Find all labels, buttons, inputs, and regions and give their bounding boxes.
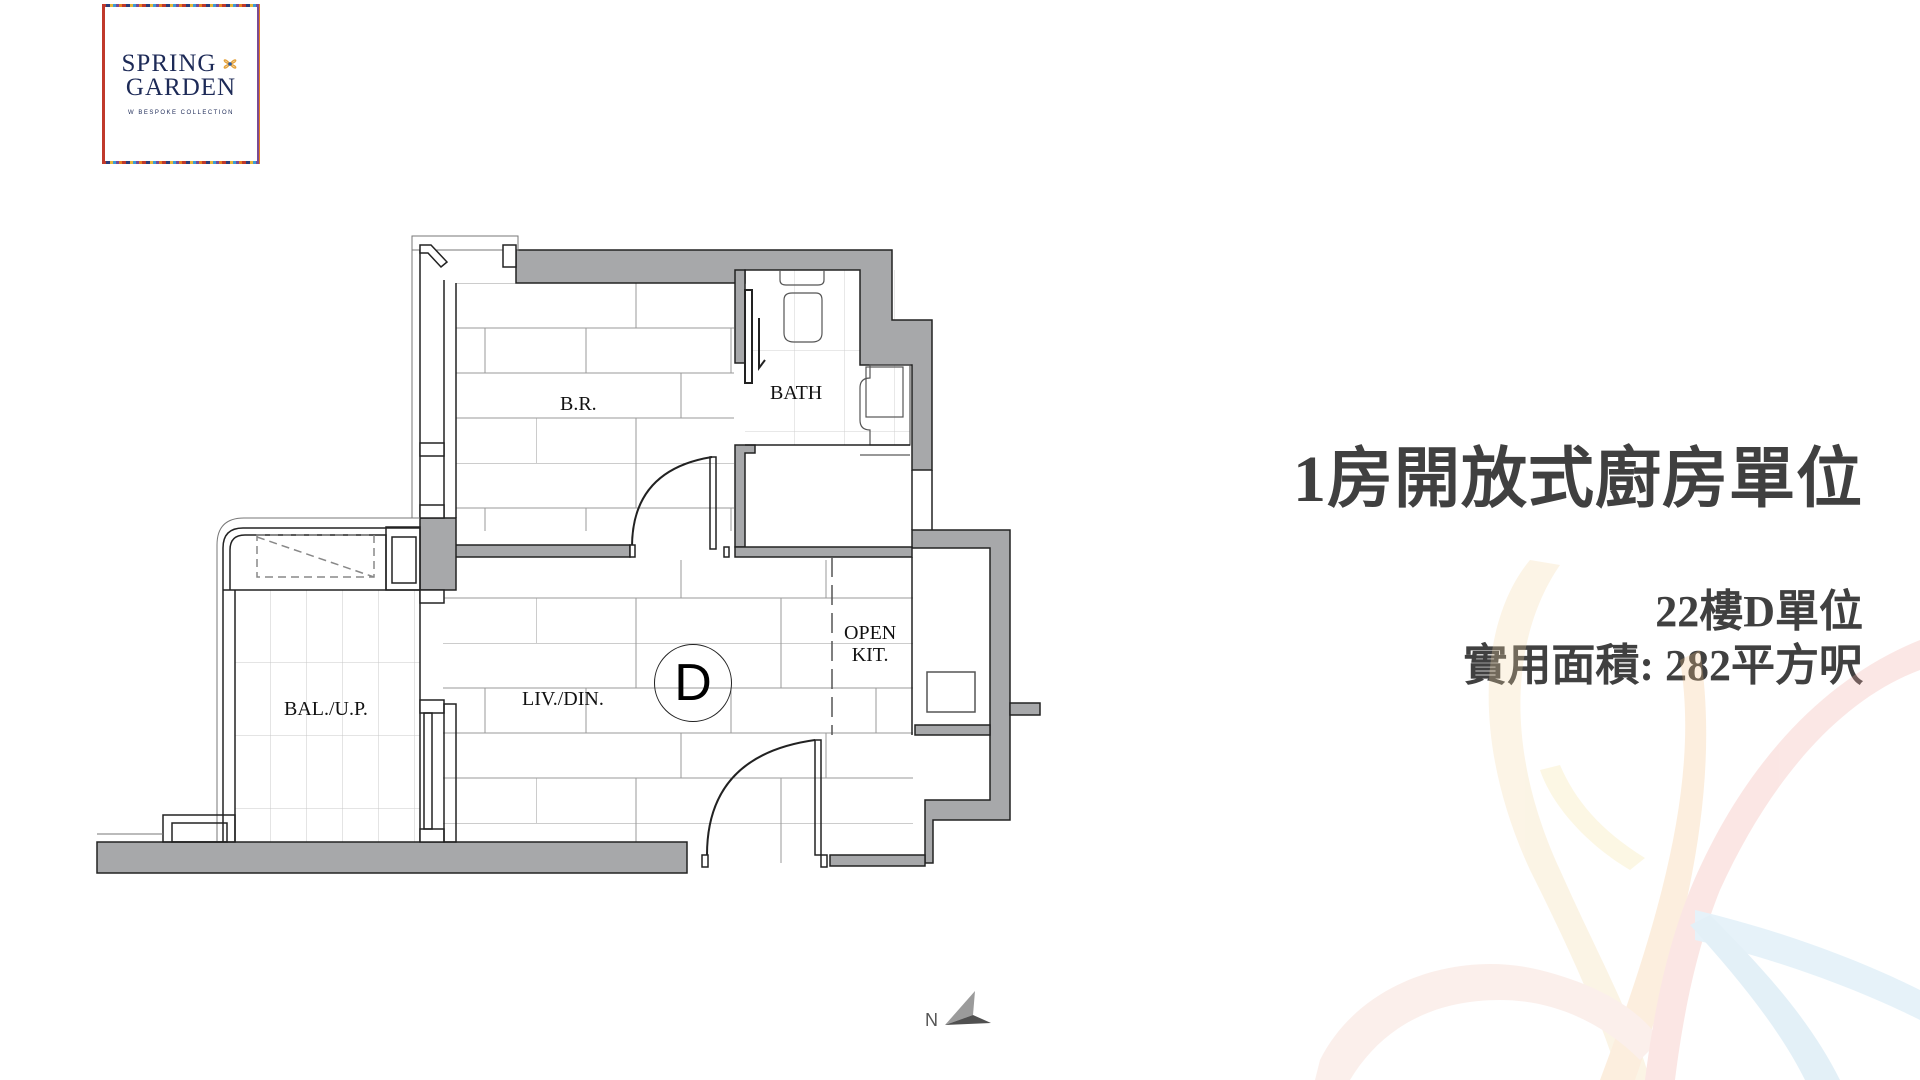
brand-logo: SPRING GARDEN W BESPOKE COLLECTION [102, 4, 260, 164]
room-label-balcony: BAL./U.P. [284, 698, 368, 720]
vent-stub [1009, 702, 1041, 716]
bedroom-label: B.R. [560, 393, 597, 415]
title-block: 1房開放式廚房單位 [1293, 440, 1863, 520]
room-label-bathroom: BATH [770, 382, 822, 404]
room-label-bedroom: B.R. [560, 393, 597, 415]
saleable-area-line: 實用面積: 282平方呎 [1463, 641, 1863, 690]
balcony-floor [235, 590, 420, 843]
living-dining-label: LIV./DIN. [522, 688, 604, 710]
column [419, 517, 457, 591]
wall-bed-living-2 [734, 546, 913, 558]
unit-type-title: 1房開放式廚房單位 [1293, 443, 1863, 516]
brand-tagline: W BESPOKE COLLECTION [127, 110, 235, 116]
unit-letter: D [674, 654, 712, 712]
unit-tag: D [654, 644, 732, 722]
room-label-kitchen: OPEN KIT. [844, 622, 896, 666]
bathroom-label: BATH [770, 382, 823, 404]
brand-line-1: SPRING [121, 50, 217, 77]
wall-bed-living [454, 544, 631, 558]
north-label: N [925, 1010, 938, 1030]
kitchen-divider [914, 724, 991, 736]
room-label-living: LIV./DIN. [522, 688, 604, 710]
wall-bottom [96, 841, 688, 874]
flower-icon [224, 59, 237, 69]
wall-mid-vertical [734, 444, 756, 548]
kitchen-label-line2: KIT. [851, 644, 889, 666]
wall-bottom-right [829, 854, 926, 867]
north-arrow-icon [945, 991, 991, 1025]
kitchen-label-line1: OPEN [844, 622, 897, 644]
balcony-label: BAL./U.P. [284, 698, 368, 720]
unit-floor-line: 22樓D單位 [1655, 587, 1863, 636]
wall-bath-left [734, 269, 746, 364]
brand-line-2: GARDEN [125, 74, 237, 101]
bedroom-floor [456, 283, 734, 531]
unit-info-block: 22樓D單位 實用面積: 282平方呎 [1463, 585, 1863, 693]
